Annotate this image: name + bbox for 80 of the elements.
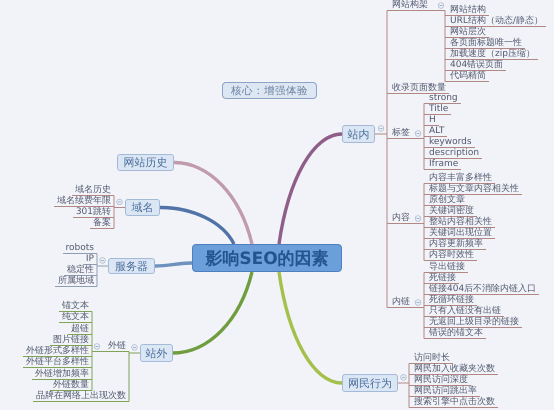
subtopic-text: 备案 [90,219,114,229]
main-topic-box: 站内 [342,125,375,143]
subtopic-text: 网站结构 [445,6,489,16]
subtopic-text: ALT [424,127,448,137]
subtopic-text: 关键词出现位置 [424,229,495,239]
main-topic-box: 服务器 [108,258,155,274]
subtopic-text: 内链 [387,298,414,308]
main-topic-box: 网站历史 [117,154,174,171]
subtopic-text: 内容更新频率 [424,240,486,250]
subtopic-text: 内容丰富多样性 [424,174,495,184]
subtopic-text: 超链 [68,325,92,335]
subtopic-text: 外链数量 [50,381,92,391]
subtopic-text: 所属地域 [55,277,97,287]
subtopic-text: 图片链接 [50,336,92,346]
branch-curve [174,160,254,244]
main-topic-box: 站外 [140,344,173,362]
subtopic-text: 只有入链没有出链 [424,307,504,317]
subtopic-text: 整站内容相关性 [424,218,495,228]
subtopic-text: robots [62,244,97,254]
subtopic-text: 死链接 [424,274,459,284]
connector-line [414,183,424,261]
subtopic-text: 访问时长 [409,354,453,364]
subtopic-text: 内容 [387,214,414,224]
subtopic-text: 各页面标题唯一性 [445,39,525,49]
subtopic-text: 外链 [101,342,129,352]
subtopic-text: 锚文本 [59,302,92,312]
connector-line [436,10,446,82]
subtopic-text: 404错误页面 [445,61,506,71]
subtopic-text: 代码精简 [445,72,489,82]
subtopic-text: 死循环链接 [424,296,477,306]
subtopic-text: 无返回上级目录的链接 [424,318,522,328]
main-topic-box: 网民行为 [342,374,398,392]
subtopic-text: 外链增加频率 [32,370,92,380]
subtopic-text: 标题与文章内容相关性 [424,185,522,195]
subtopic-text: Title [424,105,452,115]
branch-curve [277,132,342,244]
subtopic-text: 链接404后不消除内链入口 [424,285,540,295]
subtopic-text: 网站层次 [445,28,489,38]
subtopic-text: 301跳转 [72,208,114,218]
subtopic-text: Iframe [424,160,462,170]
subtopic-text: 网民访问跳出率 [409,387,480,397]
subtopic-text: keywords [424,138,475,148]
subtopic-text: 外链形式多样性 [23,347,92,357]
branch-curve [172,272,254,355]
connector-line [128,351,140,402]
subtopic-text: 内容时效性 [424,251,477,261]
subtopic-text: 纯文本 [59,313,92,323]
subtopic-text: 搜索引擎中点击次数 [409,398,498,408]
connector-line [374,10,388,308]
subtopic-text: 错误的锚文本 [424,329,486,339]
subtopic-text: 网民加入收藏夹次数 [409,365,498,375]
subtopic-text: 品牌在网络上出现次数 [33,392,129,402]
subtopic-text: description [424,149,482,159]
subtopic-text: strong [424,94,461,104]
main-topic-box: 域名 [125,199,160,216]
connector-line [92,311,102,391]
subtopic-text: URL结构（动态/静态） [445,17,546,27]
subtopic-text: 关键词密度 [424,207,477,217]
subtopic-text: 域名续费年限 [54,197,114,207]
central-topic-box: 影响SEO的因素 [192,244,342,272]
subtopic-text: 网民访问深度 [409,376,471,386]
connector-line [398,363,410,408]
subtopic-text: 稳定性 [64,266,97,276]
connector-line [96,253,108,287]
subtopic-text: H [424,116,439,126]
subtopic-text: 标签 [387,129,414,139]
subtopic-text: 收录页面数量 [387,84,449,94]
subtopic-text: 原创文章 [424,196,468,206]
subtopic-text: IP [82,255,97,265]
branch-curve [154,261,192,268]
note-box: 核心：增强体验 [222,82,317,99]
subtopic-text: 加载速度（zip压缩） [445,50,538,60]
connector-line [414,103,424,170]
connector-line [414,272,424,339]
branch-curve [277,272,342,385]
subtopic-text: 域名历史 [72,186,114,196]
connector-line [114,195,126,229]
subtopic-text: 导出链接 [424,263,468,273]
branch-curve [160,206,236,245]
subtopic-text: 外链平台多样性 [23,358,92,368]
